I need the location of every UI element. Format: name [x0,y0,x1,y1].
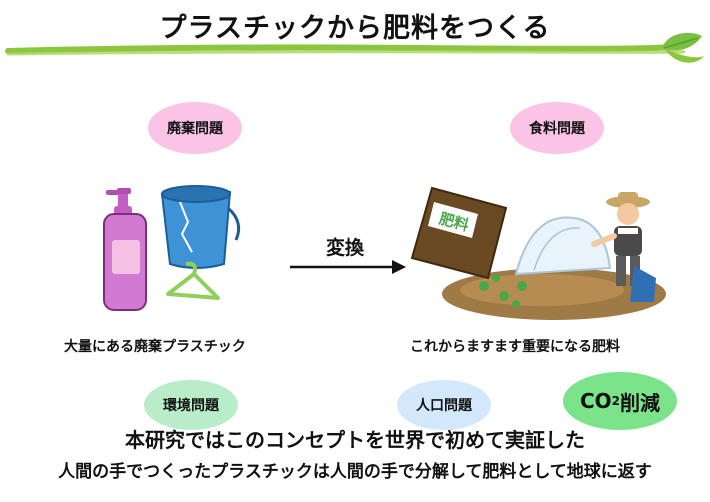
farmer-icon [591,192,656,302]
population-problem-label: 人口問題 [416,398,472,414]
leaf-icon [662,32,704,63]
conclusion-line-1: 本研究ではこのコンセプトを世界で初めて実証した [125,428,585,452]
left-caption: 大量にある廃棄プラスチック [64,339,246,355]
population-problem-bubble: 人口問題 [397,380,491,430]
waste-problem-label: 廃棄問題 [167,121,223,137]
conclusion-line-2: 人間の手でつくったプラスチックは人間の手で分解して肥料として地球に返す [58,462,652,482]
co2-suffix: 削減 [620,390,661,415]
page-title: プラスチックから肥料をつくる [159,13,551,44]
greenhouse-tunnel-icon [514,216,612,276]
right-caption: これからますます重要になる肥料 [410,339,620,355]
title-divider [5,32,704,63]
plastic-waste-illustration [103,185,241,311]
food-problem-bubble: 食料問題 [510,102,604,154]
fertilizer-bag-icon: 肥料 [410,186,508,280]
fertilizer-farm-illustration: 肥料 [410,186,666,320]
waste-problem-bubble: 廃棄問題 [148,102,242,154]
environment-problem-label: 環境問題 [163,398,219,414]
right-arrow-icon [290,260,406,274]
environment-problem-bubble: 環境問題 [144,380,238,430]
food-problem-label: 食料問題 [529,121,585,137]
co2-subscript: 2 [611,394,621,408]
plastic-bottle-icon [103,188,147,311]
co2-label: CO [579,389,612,413]
arrow-label: 変換 [326,237,365,259]
broken-bucket-icon [160,185,241,269]
hanger-icon [166,261,220,300]
seedlings-icon [479,274,527,308]
